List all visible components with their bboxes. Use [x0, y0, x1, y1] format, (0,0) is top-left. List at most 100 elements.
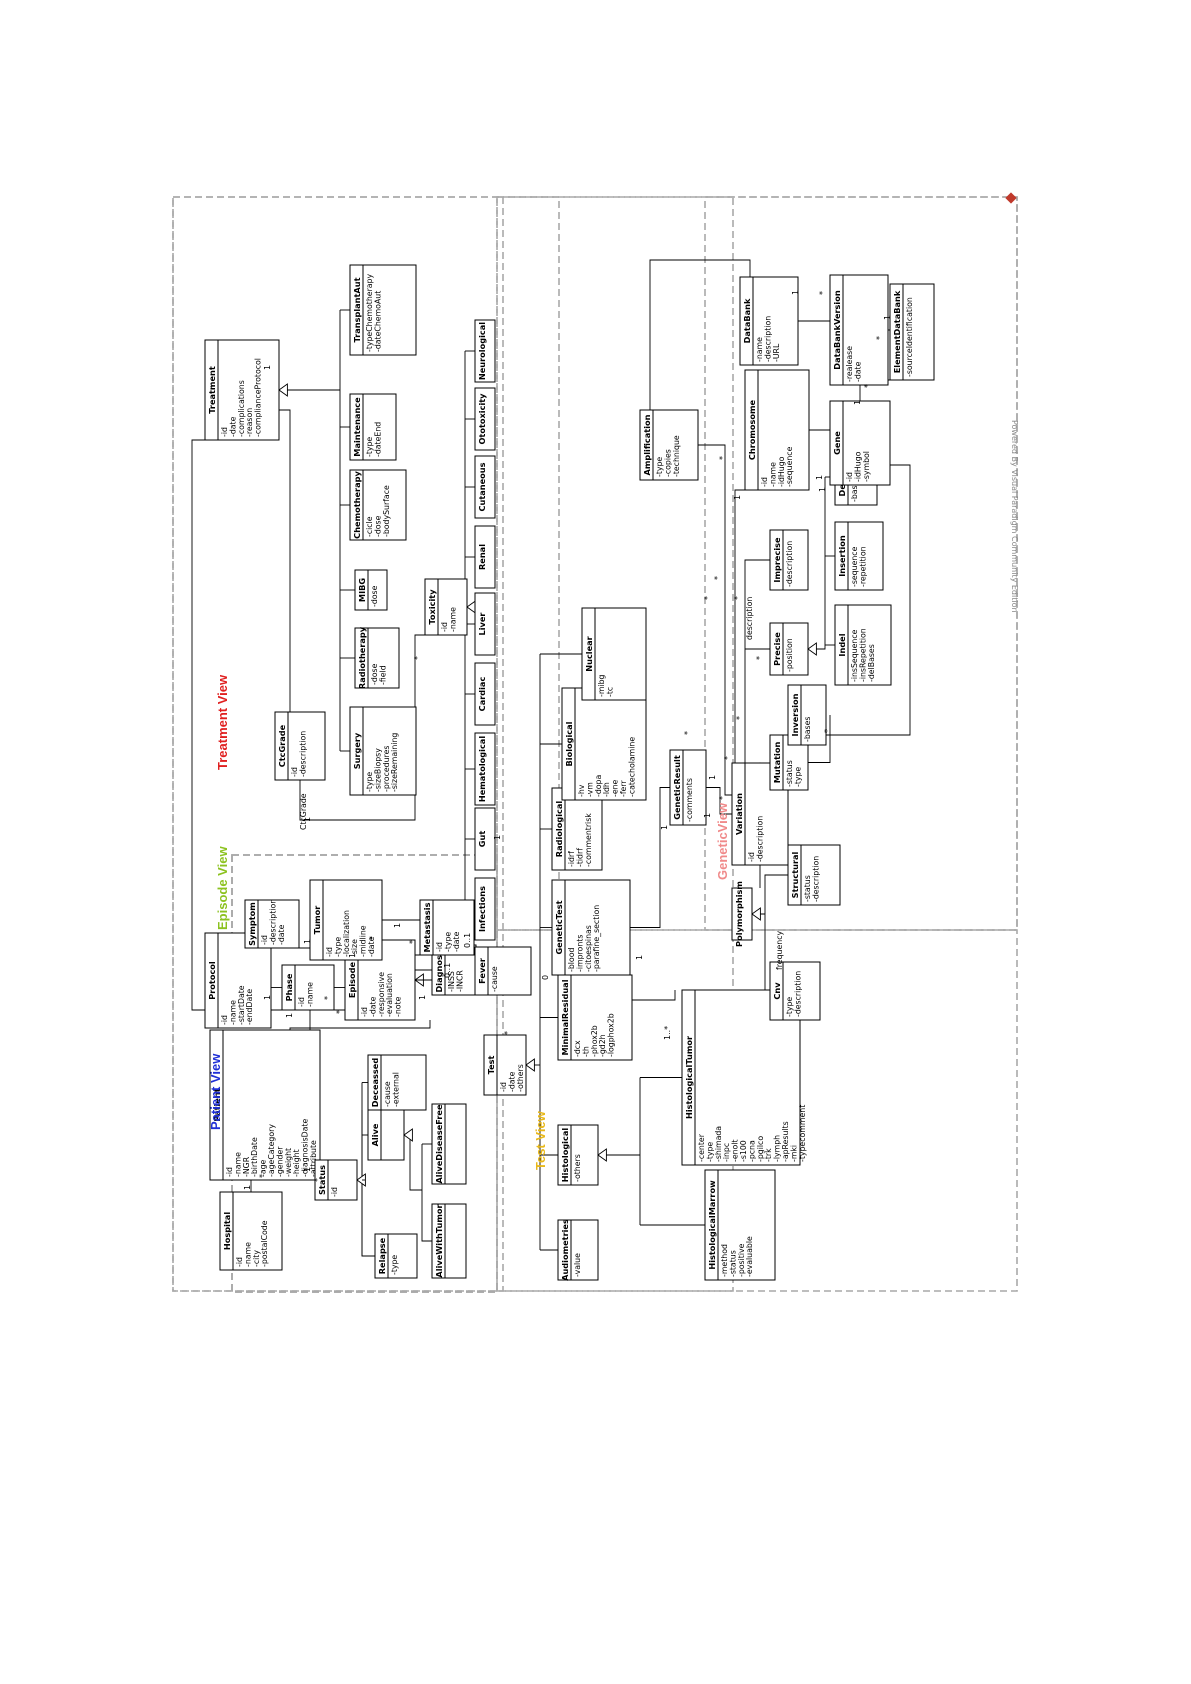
- class-attribute: -vm: [585, 782, 594, 797]
- class-deceassed: Deceassed-cause-external: [367, 1054, 427, 1111]
- class-renal: Renal: [474, 525, 496, 589]
- class-attribute: -date: [507, 1071, 516, 1092]
- class-attribute: -id: [360, 1007, 369, 1017]
- class-name: AliveDiseaseFree: [434, 1104, 444, 1183]
- class-attribute: -description: [811, 856, 820, 902]
- class-attribute: -date: [853, 361, 862, 382]
- class-box: [769, 529, 809, 591]
- class-attribute: -startDate: [237, 985, 246, 1025]
- multiplicity-label: *: [713, 576, 722, 580]
- class-name: Metastasis: [422, 902, 432, 952]
- class-box: [354, 569, 388, 611]
- class-episode: Episode-id-date-responsive-evaluation-no…: [344, 939, 416, 1021]
- class-nuclear: Nuclear-mibg-tc: [581, 607, 647, 701]
- multiplicity-label: *: [733, 596, 742, 600]
- class-attribute: -position: [785, 638, 794, 672]
- class-attribute: -blood: [567, 948, 576, 972]
- class-attribute: -id: [435, 942, 444, 952]
- class-fever: Fever-cause: [474, 946, 532, 996]
- class-attribute: -status: [728, 1250, 737, 1277]
- class-attribute: -weight: [284, 1148, 293, 1177]
- class-attribute: -name: [768, 462, 777, 487]
- multiplicity-label: *: [875, 336, 884, 340]
- view-title-episode-view: Episode View: [215, 846, 230, 930]
- class-name: Insertion: [837, 535, 847, 577]
- class-box: [474, 662, 496, 726]
- class-name: Diagnosis: [434, 947, 444, 992]
- class-attribute: -type: [333, 937, 342, 957]
- class-attribute: -idrf: [567, 851, 576, 867]
- class-name: DataBankVersion: [832, 290, 842, 370]
- class-name: MIBG: [357, 578, 367, 602]
- class-box: [309, 879, 383, 961]
- class-attribute: -id: [220, 1015, 229, 1025]
- multiplicity-label: *: [863, 384, 872, 388]
- class-attribute: -id: [747, 852, 756, 862]
- class-cutaneous: Cutaneous: [474, 455, 496, 519]
- class-attribute: -id: [297, 997, 306, 1007]
- class-attribute: -dose: [373, 515, 382, 537]
- class-maintenance: Maintenance-type-dateEnd: [349, 393, 397, 461]
- multiplicity-label: *: [718, 796, 727, 800]
- class-attribute: -ldh: [602, 782, 611, 797]
- association-line: [698, 444, 732, 796]
- class-treatment: Treatment-id-date-complications-reason-c…: [204, 339, 280, 441]
- class-attribute: -height: [292, 1149, 301, 1177]
- multiplicity-label: *: [413, 656, 422, 660]
- class-name: Test: [486, 1055, 496, 1074]
- class-name: Polymorphism: [734, 881, 744, 947]
- class-imprecise: Imprecise-description: [769, 529, 809, 591]
- class-box: [474, 319, 496, 383]
- class-attribute: -id: [235, 1257, 244, 1267]
- view-region: [231, 854, 498, 1293]
- class-name: Surgery: [352, 732, 362, 769]
- class-name: Audiometries: [560, 1219, 570, 1281]
- class-attribute: -id: [290, 767, 299, 777]
- class-attribute: -description: [755, 816, 764, 862]
- multiplicity-label: *: [258, 1174, 267, 1178]
- association-line: [299, 634, 425, 821]
- class-box: [374, 1233, 418, 1279]
- multiplicity-label: *: [823, 729, 832, 733]
- class-biological: Biological-hv-vm-dopa-ldh-ene-ferr-catec…: [561, 687, 647, 801]
- association-line: [808, 715, 831, 763]
- class-name: Mutation: [772, 742, 782, 784]
- class-cnv: Cnv-type-description: [769, 961, 821, 1021]
- class-attribute: -citoespinas: [584, 925, 593, 972]
- multiplicity-label: 1: [303, 817, 312, 822]
- class-attribute: -others: [516, 1064, 525, 1092]
- class-name: GeneticTest: [554, 900, 564, 954]
- class-attribute: -bases: [850, 477, 859, 502]
- class-box: [581, 607, 647, 701]
- multiplicity-label: 1: [660, 825, 669, 830]
- class-precise: Precise-position: [769, 622, 809, 676]
- class-attribute: -NGR: [242, 1156, 251, 1177]
- class-name: Alive: [370, 1123, 380, 1146]
- class-patient: Patient-id-name-NGR-birthDate-age-ageCat…: [209, 1029, 321, 1181]
- class-name: Cardiac: [477, 677, 487, 712]
- class-genetic-result: GeneticResult-comments: [669, 749, 707, 826]
- role-label: CtcGrade: [299, 793, 308, 830]
- class-attribute: -cicle: [365, 516, 374, 537]
- class-attribute: -dcx: [573, 1040, 582, 1057]
- class-attribute: -description: [793, 971, 802, 1017]
- class-test: Test-id-date-others: [483, 1034, 527, 1096]
- class-attribute: -diagnosisDate: [301, 1119, 310, 1177]
- watermark-text: Powered By Visual Paradigm Community Edi…: [1010, 420, 1019, 613]
- class-attribute: -date: [367, 936, 376, 957]
- multiplicity-label: 1: [418, 995, 427, 1000]
- multiplicity-label: 1: [703, 813, 712, 818]
- class-name: Radiotherapy: [357, 626, 367, 689]
- role-label: frequency: [775, 931, 784, 970]
- class-attribute: -shimada: [714, 1126, 723, 1162]
- class-attribute: -procedures: [382, 746, 391, 792]
- class-attribute: -type: [705, 1142, 714, 1162]
- multiplicity-label: 1: [263, 365, 272, 370]
- class-infections: Infections: [474, 877, 496, 941]
- class-insertion: Insertion-sequence-repetition: [834, 521, 884, 591]
- class-attribute: -realease: [845, 346, 854, 382]
- class-box: [474, 592, 496, 656]
- class-attribute: -INCR: [455, 970, 464, 992]
- class-name: ElementDataBank: [892, 290, 902, 373]
- multiplicity-label: *: [683, 731, 692, 735]
